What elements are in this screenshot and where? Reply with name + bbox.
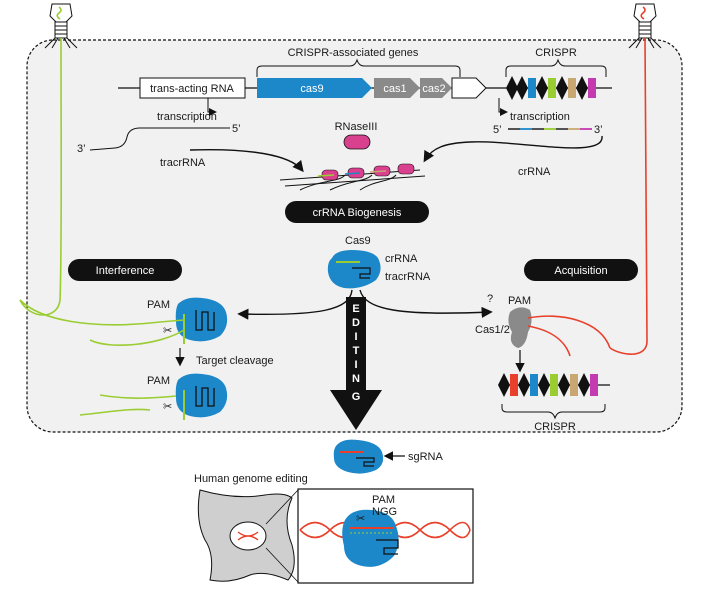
cleaved-dna-bottom	[79, 408, 151, 416]
rnaseiii-protein	[343, 134, 371, 150]
rnaseiii-label: RNaseIII	[335, 121, 378, 133]
cas12-label: Cas1/2	[475, 324, 510, 336]
cas9-sgrna-complex	[333, 439, 384, 474]
phage-right	[628, 3, 662, 49]
scissors-icon: ✂	[356, 513, 365, 525]
cas9-protein-label: Cas9	[345, 235, 371, 247]
three-prime-left: 3’	[77, 143, 86, 155]
cas1-gene-label: cas1	[383, 83, 406, 95]
pam-cleavage-label: PAM	[147, 375, 170, 387]
transcription-arrow-left	[207, 98, 217, 116]
five-prime-right: 5’	[493, 124, 502, 136]
arrow-to-acquisition	[359, 289, 493, 318]
question-mark: ?	[487, 293, 493, 305]
trans-acting-rna-label: trans-acting RNA	[150, 83, 234, 95]
tracrrna-arrow	[189, 148, 304, 173]
human-cell	[197, 489, 295, 582]
target-dna-bottom	[89, 329, 185, 346]
empty-gene	[451, 77, 487, 99]
target-dna-top	[19, 299, 185, 326]
crispr-array-top	[506, 76, 596, 100]
cleaved-dna-top	[99, 394, 177, 399]
pam-interference-label: PAM	[147, 299, 170, 311]
tracrrna-transcript	[89, 127, 230, 151]
crispr-header: CRISPR	[535, 47, 577, 59]
crispr-array-bottom	[498, 373, 598, 397]
crrna-biogenesis-pill	[285, 201, 429, 223]
acquisition-label: Acquisition	[554, 265, 607, 277]
cas2-gene	[420, 78, 452, 98]
sgrna-label: sgRNA	[408, 451, 444, 463]
cas1-gene	[374, 78, 420, 98]
crispr-brace	[505, 58, 607, 77]
transcription-right-label: transcription	[510, 111, 570, 123]
interference-label: Interference	[96, 265, 155, 277]
zoom-box	[297, 488, 474, 584]
target-cleavage-label: Target cleavage	[196, 355, 274, 367]
scissors-icon: ✂	[163, 401, 172, 413]
transcription-arrow-right	[498, 98, 508, 116]
acquisition-pill	[524, 259, 638, 281]
cas2-gene-label: cas2	[422, 83, 445, 95]
cas12-complex	[508, 307, 532, 348]
phage-dna-green	[19, 37, 63, 316]
pam-ngg-label-1: PAM	[372, 494, 395, 506]
three-prime-right: 3’	[594, 124, 603, 136]
editing-letter: I	[354, 331, 357, 343]
editing-arrow	[330, 297, 382, 430]
tracrrna-label: tracrRNA	[160, 157, 206, 169]
five-prime-left: 5’	[232, 123, 241, 135]
crispr-bottom-label: CRISPR	[534, 421, 576, 433]
editing-letter: G	[352, 391, 361, 403]
cas9-complex-center	[327, 250, 381, 289]
editing-letter: I	[354, 359, 357, 371]
crrna-biogenesis-label: crRNA Biogenesis	[313, 207, 402, 219]
cas9-cleaved-complex	[175, 373, 228, 420]
editing-letter: T	[353, 345, 360, 357]
editing-letter: D	[352, 317, 360, 329]
cas9-on-dna	[342, 509, 399, 567]
zoom-lines	[265, 489, 299, 583]
crispr-bottom-brace	[501, 404, 606, 420]
pam-acquisition-label: PAM	[508, 295, 531, 307]
phage-dna-red	[609, 37, 648, 355]
arrow-to-interference	[237, 289, 353, 320]
human-genome-editing-label: Human genome editing	[194, 473, 308, 485]
crrna-processing-complex	[279, 163, 426, 191]
cas9-gene-label: cas9	[300, 83, 323, 95]
crrna-arrow	[423, 135, 603, 163]
foreign-dna-acq-2	[527, 325, 571, 357]
crrna-small-label: crRNA	[385, 253, 418, 265]
cas-genes-brace	[256, 58, 461, 77]
pam-ngg-label-2: NGG	[372, 506, 397, 518]
crrna-label: crRNA	[518, 166, 551, 178]
trans-acting-rna-gene	[139, 77, 246, 99]
cas-genes-header: CRISPR-associated genes	[288, 47, 419, 59]
foreign-dna-acq	[527, 315, 611, 349]
interference-pill	[68, 259, 182, 281]
phage-left	[44, 3, 78, 49]
transcription-left-label: transcription	[157, 111, 217, 123]
tracrrna-small-label: tracrRNA	[385, 271, 431, 283]
cas9-gene	[257, 78, 372, 98]
editing-letter: E	[352, 303, 359, 315]
cas9-interference-complex	[175, 297, 228, 344]
scissors-icon: ✂	[163, 325, 172, 337]
editing-letter: N	[352, 373, 360, 385]
